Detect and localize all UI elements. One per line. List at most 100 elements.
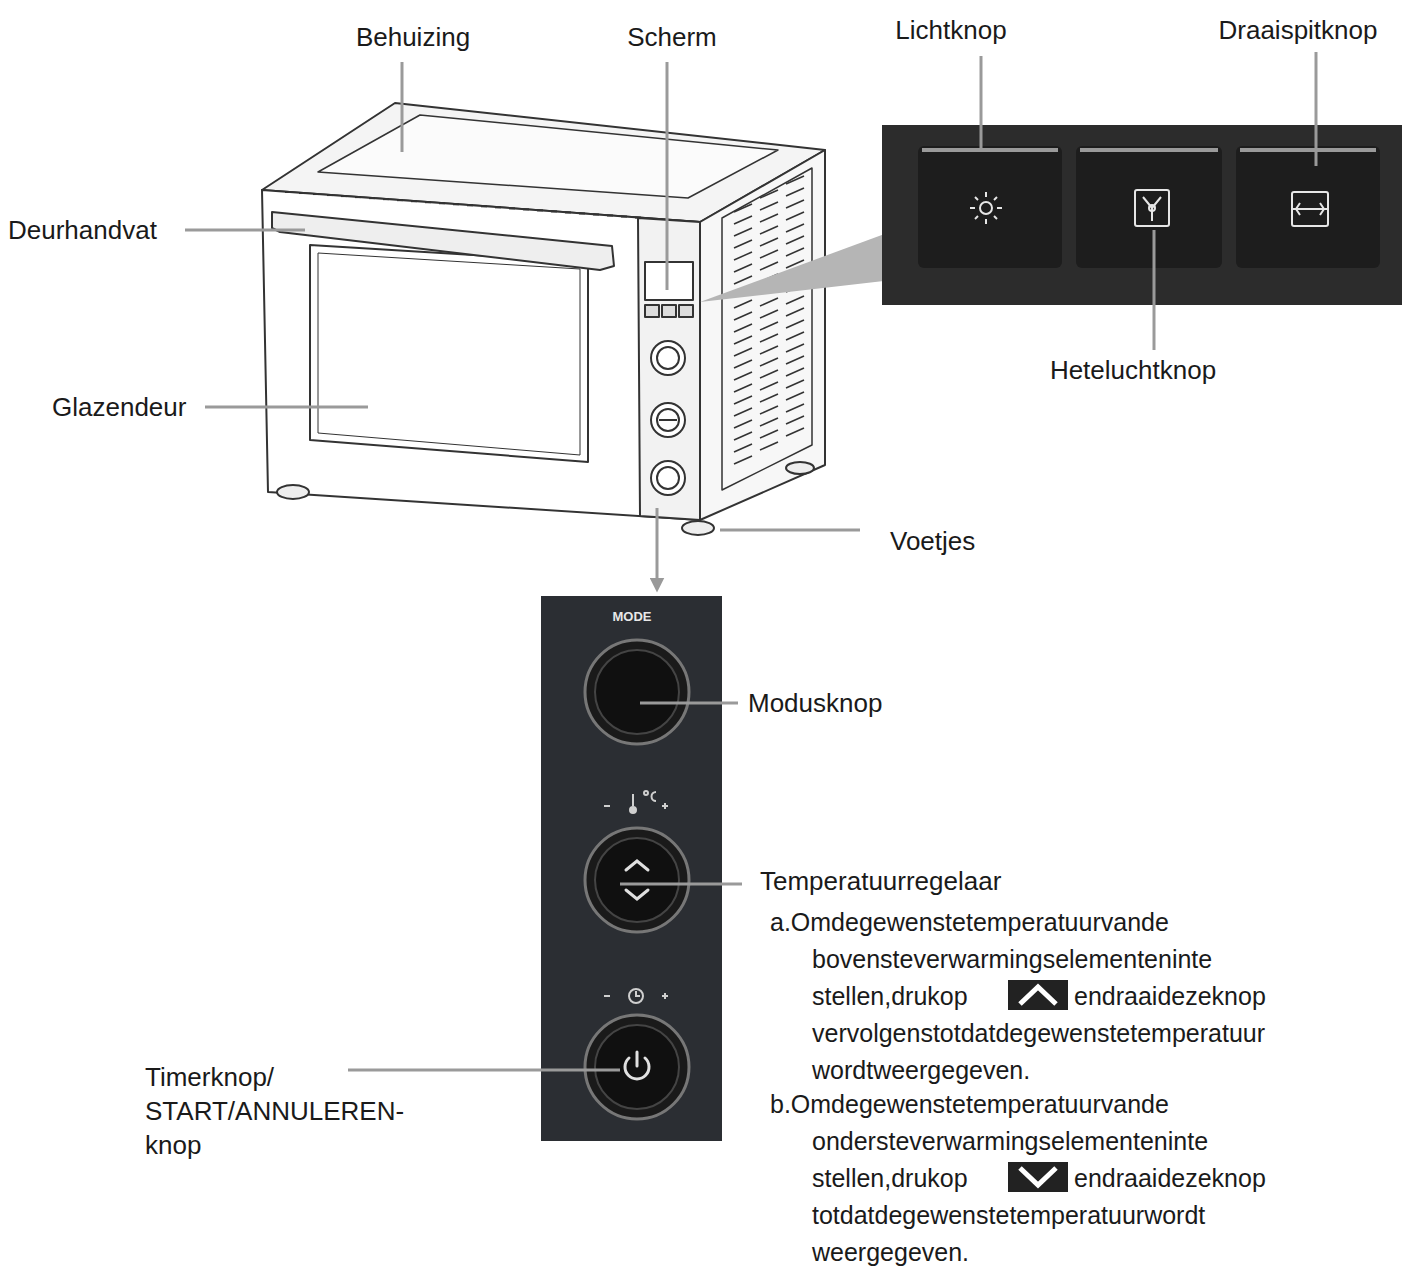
vent-slots xyxy=(734,176,804,464)
vent-slot xyxy=(786,380,804,388)
vent-slot xyxy=(786,416,804,424)
vent-slot xyxy=(760,358,778,366)
edge-mark xyxy=(467,204,473,206)
edge-mark xyxy=(495,206,501,208)
vent-slot xyxy=(760,250,778,258)
down-key-icon xyxy=(1008,1162,1068,1192)
part-label: Heteluchtknop xyxy=(1050,355,1216,385)
vent-slot xyxy=(734,432,752,440)
vent-slot xyxy=(734,384,752,392)
vent-slot xyxy=(734,252,752,260)
edge-mark xyxy=(327,194,333,196)
instruction-text: endraaidezeknop vervolgenstotdatdegewens… xyxy=(812,978,1266,1089)
vent-slot xyxy=(734,408,752,416)
edge-mark xyxy=(411,200,417,202)
edge-mark xyxy=(369,197,375,199)
edge-mark xyxy=(355,196,361,198)
control-panel-inset xyxy=(541,596,722,1141)
vent-slot xyxy=(786,248,804,256)
oven-body xyxy=(262,103,825,535)
edge-mark xyxy=(285,191,291,193)
vent-slot xyxy=(760,298,778,306)
edge-mark xyxy=(537,209,543,211)
vent-slot xyxy=(760,238,778,246)
part-label: Lichtknop xyxy=(895,15,1006,45)
vent-slot xyxy=(760,346,778,354)
vent-slot xyxy=(734,240,752,248)
vent-slot xyxy=(734,300,752,308)
edge-mark xyxy=(453,203,459,205)
edge-mark xyxy=(579,212,585,214)
edge-mark xyxy=(607,215,613,217)
vent-slot xyxy=(760,370,778,378)
vent-slot xyxy=(786,404,804,412)
vent-slot xyxy=(734,264,752,272)
vent-slot xyxy=(786,200,804,208)
vent-slot xyxy=(734,396,752,404)
part-label: Timerknop/ START/ANNULEREN-knop xyxy=(145,1060,404,1162)
vent-slot xyxy=(760,418,778,426)
edge-mark xyxy=(481,205,487,207)
edge-mark xyxy=(299,192,305,194)
vent-slot xyxy=(734,348,752,356)
vent-slot xyxy=(786,320,804,328)
vent-slot xyxy=(786,308,804,316)
part-label: Glazendeur xyxy=(52,392,186,422)
vent-slot xyxy=(760,394,778,402)
vent-slot xyxy=(734,444,752,452)
vent-slot xyxy=(786,332,804,340)
button-inset xyxy=(882,125,1402,305)
vent-slot xyxy=(786,428,804,436)
vent-slot xyxy=(734,420,752,428)
vent-slot xyxy=(760,442,778,450)
instruction-text: endraaidezeknop totdatdegewenstetemperat… xyxy=(812,1160,1266,1271)
vent-slot xyxy=(786,296,804,304)
vent-slot xyxy=(760,310,778,318)
part-label: Draaispitknop xyxy=(1219,15,1378,45)
edge-mark xyxy=(621,216,627,218)
vent-slot xyxy=(734,324,752,332)
vent-slot xyxy=(760,226,778,234)
part-label: Behuizing xyxy=(356,22,470,52)
edge-mark xyxy=(341,195,347,197)
vent-slot xyxy=(760,262,778,270)
up-key-icon xyxy=(1008,980,1068,1010)
vent-slot xyxy=(760,322,778,330)
vent-slot xyxy=(734,336,752,344)
vent-slot xyxy=(786,368,804,376)
vent-slot xyxy=(760,430,778,438)
vent-slot xyxy=(734,372,752,380)
edge-mark xyxy=(397,199,403,201)
vent-slot xyxy=(734,228,752,236)
edge-mark xyxy=(523,208,529,210)
vent-slot xyxy=(786,392,804,400)
edge-mark xyxy=(509,207,515,209)
vent-slot xyxy=(786,236,804,244)
part-label: Scherm xyxy=(627,22,717,52)
vent-slot xyxy=(734,276,752,284)
vent-slot xyxy=(760,214,778,222)
vent-slot xyxy=(786,212,804,220)
vent-slot xyxy=(760,202,778,210)
edge-mark xyxy=(425,201,431,203)
top-edge-marks xyxy=(285,191,641,219)
edge-mark xyxy=(439,202,445,204)
part-label: Modusknop xyxy=(748,688,882,718)
edge-mark xyxy=(383,198,389,200)
vent-slot xyxy=(760,382,778,390)
leader-lines xyxy=(185,52,1316,1070)
vent-slot xyxy=(760,406,778,414)
vent-slot xyxy=(786,224,804,232)
vent-slot xyxy=(760,190,778,198)
edge-mark xyxy=(565,211,571,213)
panel-marking: MODE xyxy=(613,609,652,625)
edge-mark xyxy=(551,210,557,212)
vent-slot xyxy=(786,188,804,196)
vent-slot xyxy=(786,356,804,364)
edge-mark xyxy=(593,213,599,215)
part-label: Voetjes xyxy=(890,526,975,556)
part-label: Temperatuurregelaar xyxy=(760,866,1001,896)
vent-slot xyxy=(734,360,752,368)
vent-slot xyxy=(786,344,804,352)
